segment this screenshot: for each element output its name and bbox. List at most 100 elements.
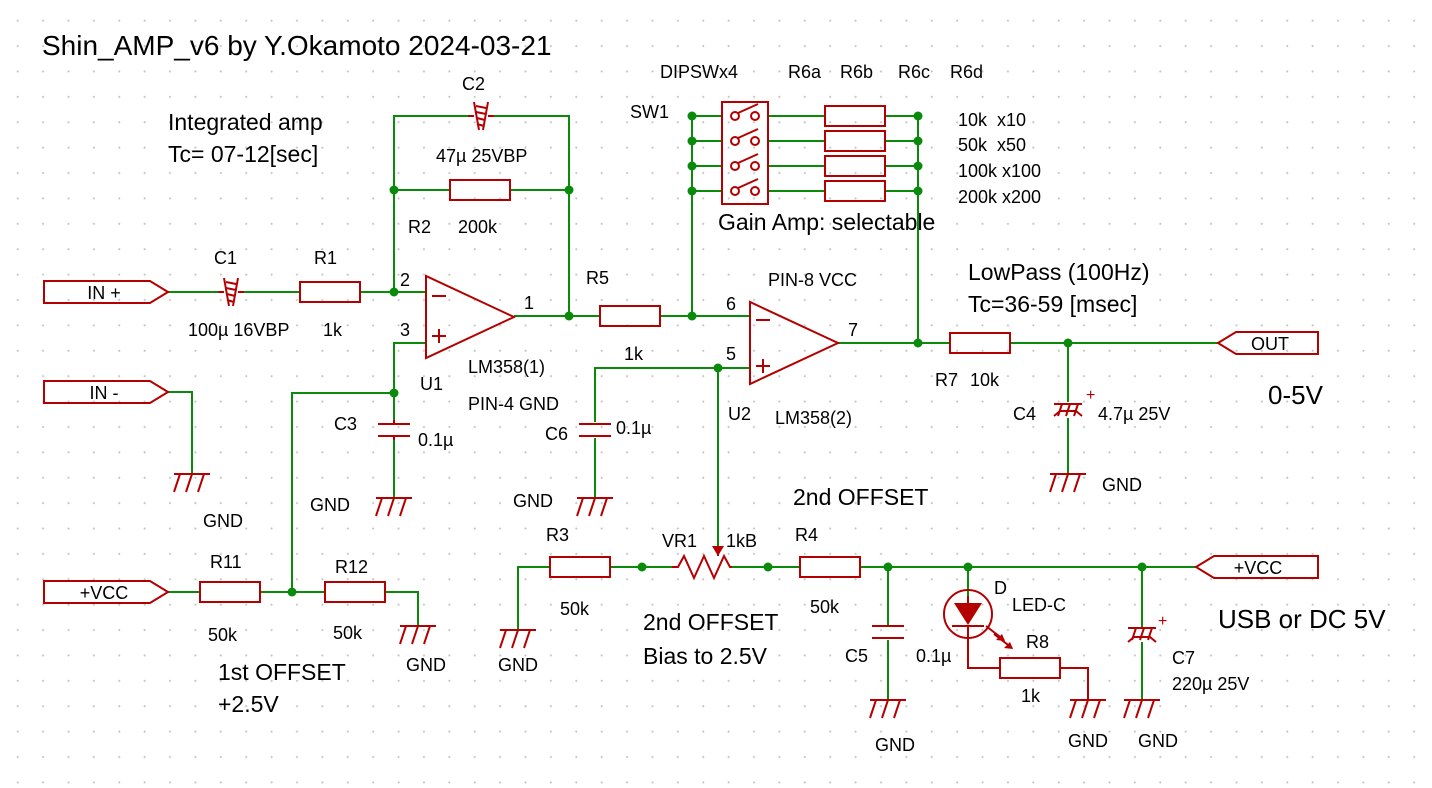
ref-r4: R4 bbox=[795, 525, 818, 545]
ref-c4: C4 bbox=[1013, 404, 1036, 424]
value-r1: 1k bbox=[323, 320, 343, 340]
value-c3: 0.1µ bbox=[418, 430, 453, 450]
resistor-r6d bbox=[824, 180, 886, 202]
pin-7: 7 bbox=[848, 320, 858, 340]
ref-c5: C5 bbox=[845, 646, 868, 666]
note-pin4: PIN-4 GND bbox=[468, 394, 559, 414]
capacitor-c6 bbox=[579, 423, 611, 437]
ref-sw1: SW1 bbox=[630, 102, 669, 122]
dip-switch-sw1 bbox=[721, 101, 769, 205]
resistor-r7 bbox=[949, 332, 1011, 354]
capacitor-c1 bbox=[218, 277, 244, 307]
ref-r5: R5 bbox=[586, 268, 609, 288]
resistor-r5 bbox=[599, 305, 661, 327]
value-r12: 50k bbox=[333, 623, 363, 643]
resistor-r1 bbox=[299, 281, 361, 303]
value-d: LED-C bbox=[1012, 595, 1066, 615]
ref-r1: R1 bbox=[314, 248, 337, 268]
value-c1: 100µ 16VBP bbox=[188, 320, 289, 340]
value-r2: 200k bbox=[458, 217, 498, 237]
value-u2: LM358(2) bbox=[775, 408, 852, 428]
gnd-label: GND bbox=[1102, 475, 1142, 495]
ref-c6: C6 bbox=[545, 424, 568, 444]
value-r8: 1k bbox=[1021, 686, 1041, 706]
junctions bbox=[287, 111, 1147, 597]
value-r5: 1k bbox=[624, 344, 644, 364]
ref-vr1: VR1 bbox=[662, 531, 697, 551]
capacitor-c7: + bbox=[1127, 613, 1167, 643]
note-tc2: Tc=36-59 [msec] bbox=[968, 291, 1137, 317]
value-r7: 10k bbox=[970, 370, 1000, 390]
resistor-r8 bbox=[999, 657, 1061, 679]
resistor-r3 bbox=[549, 556, 611, 578]
note-gain-amp: Gain Amp: selectable bbox=[718, 209, 935, 235]
ref-d: D bbox=[994, 578, 1007, 598]
value-r6a: 10k x10 bbox=[958, 110, 1026, 130]
gnd-label: GND bbox=[1138, 731, 1178, 751]
svg-text:+: + bbox=[1086, 387, 1095, 404]
note-power: USB or DC 5V bbox=[1218, 604, 1386, 634]
svg-text:IN +: IN + bbox=[87, 283, 121, 303]
value-c5: 0.1µ bbox=[916, 646, 951, 666]
note-second-offset-top: 2nd OFFSET bbox=[793, 484, 928, 510]
pin-2: 2 bbox=[400, 270, 410, 290]
opamp-u2 bbox=[749, 300, 841, 386]
value-u1: LM358(1) bbox=[468, 357, 545, 377]
note-pin8: PIN-8 VCC bbox=[768, 270, 857, 290]
resistors bbox=[199, 105, 1061, 679]
value-c6: 0.1µ bbox=[616, 418, 651, 438]
note-dipswx4: DIPSWx4 bbox=[660, 62, 738, 82]
value-r6b: 50k x50 bbox=[958, 135, 1026, 155]
resistor-r12 bbox=[324, 581, 386, 603]
gnd-label: GND bbox=[1068, 731, 1108, 751]
value-r4: 50k bbox=[810, 597, 840, 617]
value-r6c: 100k x100 bbox=[958, 161, 1041, 181]
ref-r6a: R6a bbox=[788, 62, 822, 82]
ground-symbols bbox=[173, 473, 1160, 719]
resistor-r4 bbox=[799, 556, 861, 578]
ref-r7: R7 bbox=[935, 370, 958, 390]
ref-c3: C3 bbox=[334, 414, 357, 434]
ref-r6b: R6b bbox=[840, 62, 873, 82]
gnd-label: GND bbox=[203, 511, 243, 531]
ref-r12: R12 bbox=[335, 557, 368, 577]
gnd-label: GND bbox=[310, 495, 350, 515]
ref-r3: R3 bbox=[546, 525, 569, 545]
note-first-offset-v: +2.5V bbox=[218, 691, 279, 717]
pin-3: 3 bbox=[400, 320, 410, 340]
svg-text:+VCC: +VCC bbox=[80, 583, 129, 603]
capacitor-c5 bbox=[872, 625, 904, 639]
wires bbox=[168, 115, 1218, 700]
value-vr1: 1kB bbox=[726, 531, 757, 551]
ref-r2: R2 bbox=[408, 217, 431, 237]
port-in-plus: IN + bbox=[43, 280, 170, 304]
capacitor-c4: + bbox=[1053, 387, 1095, 417]
note-first-offset: 1st OFFSET bbox=[218, 659, 346, 685]
capacitor-c2 bbox=[468, 101, 494, 131]
note-integrated-amp: Integrated amp bbox=[168, 109, 323, 135]
resistor-r2 bbox=[449, 179, 511, 201]
note-lowpass: LowPass (100Hz) bbox=[968, 259, 1150, 285]
pin-5: 5 bbox=[726, 344, 736, 364]
ref-c7: C7 bbox=[1172, 648, 1195, 668]
gnd-label: GND bbox=[513, 491, 553, 511]
value-r11: 50k bbox=[208, 625, 238, 645]
ref-r6c: R6c bbox=[898, 62, 930, 82]
pin-6: 6 bbox=[726, 294, 736, 314]
resistor-r6b bbox=[824, 130, 886, 152]
ref-c1: C1 bbox=[214, 248, 237, 268]
resistor-r6a bbox=[824, 105, 886, 127]
ref-r11: R11 bbox=[210, 552, 242, 572]
ref-r6d: R6d bbox=[950, 62, 983, 82]
svg-text:+VCC: +VCC bbox=[1234, 558, 1283, 578]
value-r3: 50k bbox=[560, 599, 590, 619]
value-c7: 220µ 25V bbox=[1172, 674, 1249, 694]
note-out-range: 0-5V bbox=[1268, 380, 1324, 410]
ref-u2: U2 bbox=[728, 404, 751, 424]
value-c4: 4.7µ 25V bbox=[1098, 404, 1170, 424]
svg-text:OUT: OUT bbox=[1251, 334, 1289, 354]
sheet-title: Shin_AMP_v6 by Y.Okamoto 2024-03-21 bbox=[42, 30, 552, 61]
ref-u1: U1 bbox=[420, 374, 443, 394]
